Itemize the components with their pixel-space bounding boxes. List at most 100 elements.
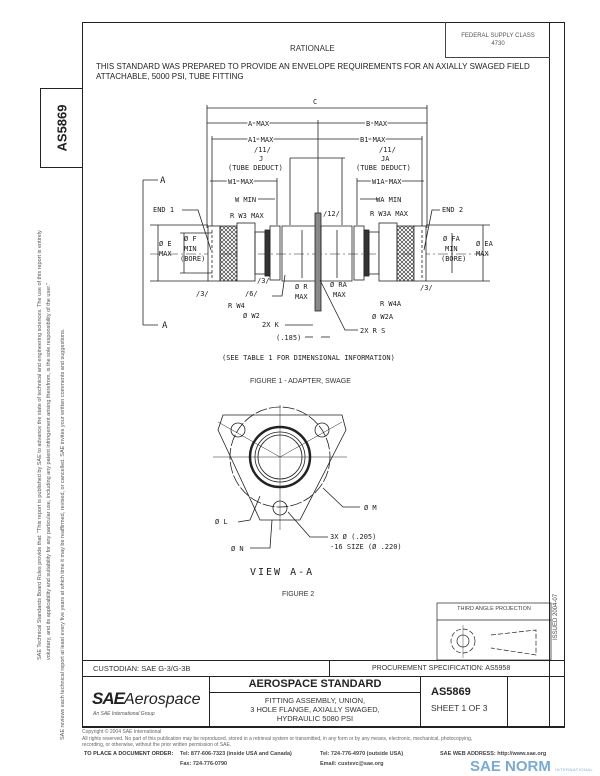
logo-sae: SAE (92, 689, 125, 708)
figure2-labels: Ø M Ø L Ø N 3X Ø (.205) -16 SIZE (Ø .220… (215, 504, 402, 578)
title-line-3: HYDRAULIC 5080 PSI (276, 714, 354, 723)
label-f-min-1: Ø F (184, 235, 197, 243)
label-r-w3-max: R W3 MAX (230, 212, 265, 220)
rationale-text: THIS STANDARD WAS PREPARED TO PROVIDE AN… (96, 62, 530, 81)
label-ja-note: /11/ (379, 146, 396, 154)
label-b-max: B MAX (366, 120, 388, 128)
rationale-title: RATIONALE (290, 44, 335, 53)
figure2-view-a-a (213, 405, 360, 549)
watermark-text: SAE NORM (470, 758, 551, 775)
label-section-a-top: A (160, 176, 166, 186)
side-doc-number-box: AS5869 (40, 88, 82, 168)
watermark-logo: SAE NORM INTERNATIONAL (470, 758, 594, 775)
label-ja-tube: (TUBE DEDUCT) (356, 164, 411, 172)
label-ea-max-2: MAX (476, 250, 489, 258)
label-holes-1: 3X Ø (.205) (330, 533, 376, 541)
label-k: 2X K (262, 321, 280, 329)
label-fa-min-1: Ø FA (443, 235, 461, 243)
tel-usa: Tel: 877-606-7323 (inside USA and Canada… (180, 751, 292, 757)
label-fa-min-2: MIN (445, 245, 458, 253)
label-w2a: Ø W2A (372, 313, 394, 321)
label-fa-min-3: (BORE) (441, 255, 466, 263)
rights: All rights reserved. No part of this pub… (82, 735, 473, 742)
fax: Fax: 724-776-0790 (180, 761, 228, 767)
standard-type: AEROSPACE STANDARD (210, 677, 420, 693)
figure2-caption: FIGURE 2 (282, 591, 315, 598)
label-c: C (313, 98, 317, 106)
label-r-max-1: Ø R (295, 283, 308, 291)
label-section-a-bottom: A (162, 321, 168, 331)
label-w-min: W MIN (235, 196, 256, 204)
label-w1-max: W1 MAX (228, 178, 254, 186)
watermark-sub: INTERNATIONAL (555, 767, 594, 772)
label-end2: END 2 (442, 206, 463, 214)
order-label: TO PLACE A DOCUMENT ORDER: (84, 751, 174, 757)
figure1-caption: FIGURE 1 - ADAPTER, SWAGE (250, 378, 351, 385)
flange-outline (217, 414, 347, 521)
label-n: Ø N (231, 545, 244, 553)
sae-logo: SAEAerospace An SAE International Group (82, 676, 210, 728)
label-ja: JA (381, 155, 390, 163)
label-end1: END 1 (153, 206, 174, 214)
label-b1-max: B1 MAX (360, 136, 386, 144)
label-ea-max-1: Ø EA (476, 240, 494, 248)
label-j-tube: (TUBE DEDUCT) (228, 164, 283, 172)
figure1-adapter (142, 105, 490, 338)
label-r-w3a-max: R W3A MAX (370, 210, 409, 218)
label-rs: 2X R S (360, 327, 385, 335)
figure1-labels: C A MAX B MAX A1 MAX B1 MAX /11/ J (TUBE… (153, 98, 494, 362)
label-f-min-3: (BORE) (180, 255, 205, 263)
fsc-label: FEDERAL SUPPLY CLASS (461, 33, 535, 39)
federal-supply-class-box: FEDERAL SUPPLY CLASS 4730 (445, 22, 550, 58)
label-note3a: /3/ (196, 290, 209, 298)
label-w1a-max: W1A MAX (372, 178, 402, 186)
label-wa-min: WA MIN (376, 196, 401, 204)
label-ra-max-1: Ø RA (330, 281, 348, 289)
label-r-w4: R W4 (228, 302, 245, 310)
label-l: Ø L (215, 518, 228, 526)
label-note12: /12/ (323, 210, 340, 218)
label-a-max: A MAX (248, 120, 270, 128)
footer-legal: Copyright © 2004 SAE International All r… (82, 729, 552, 749)
title-line-1: FITTING ASSEMBLY, UNION, (264, 696, 366, 705)
label-r-w4a: R W4A (380, 300, 402, 308)
label-a1-max: A1 MAX (248, 136, 274, 144)
label-holes-2: -16 SIZE (Ø .220) (330, 543, 402, 551)
copyright: Copyright © 2004 SAE International (82, 729, 162, 735)
fsc-number: 4730 (491, 41, 505, 47)
table-note: (SEE TABLE 1 FOR DIMENSIONAL INFORMATION… (222, 354, 395, 362)
title-cell: AEROSPACE STANDARD FITTING ASSEMBLY, UNI… (209, 676, 421, 728)
sheet-number: SHEET 1 OF 3 (431, 703, 488, 713)
label-r-max-2: MAX (295, 293, 308, 301)
projection-title: THIRD ANGLE PROJECTION (457, 606, 531, 612)
logo-aerospace: Aerospace (123, 691, 201, 708)
tel-outside: Tel: 724-776-4970 (outside USA) (320, 751, 404, 757)
rights-2: recording, or otherwise, without the pri… (82, 742, 232, 748)
label-ra-max-2: MAX (333, 291, 346, 299)
view-label: VIEW A-A (250, 567, 314, 578)
web-address[interactable]: SAE WEB ADDRESS: http://www.sae.org (440, 751, 547, 757)
label-dim185: (.185) (276, 334, 301, 342)
label-w2: Ø W2 (243, 312, 260, 320)
label-f-min-2: MIN (184, 245, 197, 253)
custodian: CUSTODIAN: SAE G-3/G-3B (93, 664, 191, 673)
label-j-note: /11/ (254, 146, 271, 154)
custodian-cell: CUSTODIAN: SAE G-3/G-3B (82, 660, 330, 677)
label-e-max-1: Ø E (159, 240, 172, 248)
right-margin-strip (550, 22, 565, 727)
doc-number-cell: AS5869 SHEET 1 OF 3 (420, 676, 508, 728)
procurement-spec: PROCUREMENT SPECIFICATION: AS5958 (372, 665, 511, 672)
label-note3c: /3/ (420, 284, 433, 292)
email[interactable]: Email: custsvc@sae.org (320, 761, 384, 767)
label-e-max-2: MAX (159, 250, 172, 258)
procurement-cell: PROCUREMENT SPECIFICATION: AS5958 (329, 660, 565, 677)
label-note6: /6/ (245, 290, 258, 298)
doc-number: AS5869 (431, 686, 471, 698)
title-line-2: 3 HOLE FLANGE, AXIALLY SWAGED, (250, 705, 380, 714)
blank-cell (507, 676, 565, 728)
drawing-frame (82, 22, 550, 727)
label-note3b: /3/ (257, 277, 270, 285)
logo-tagline: An SAE International Group (93, 711, 155, 717)
label-m: Ø M (364, 504, 377, 512)
